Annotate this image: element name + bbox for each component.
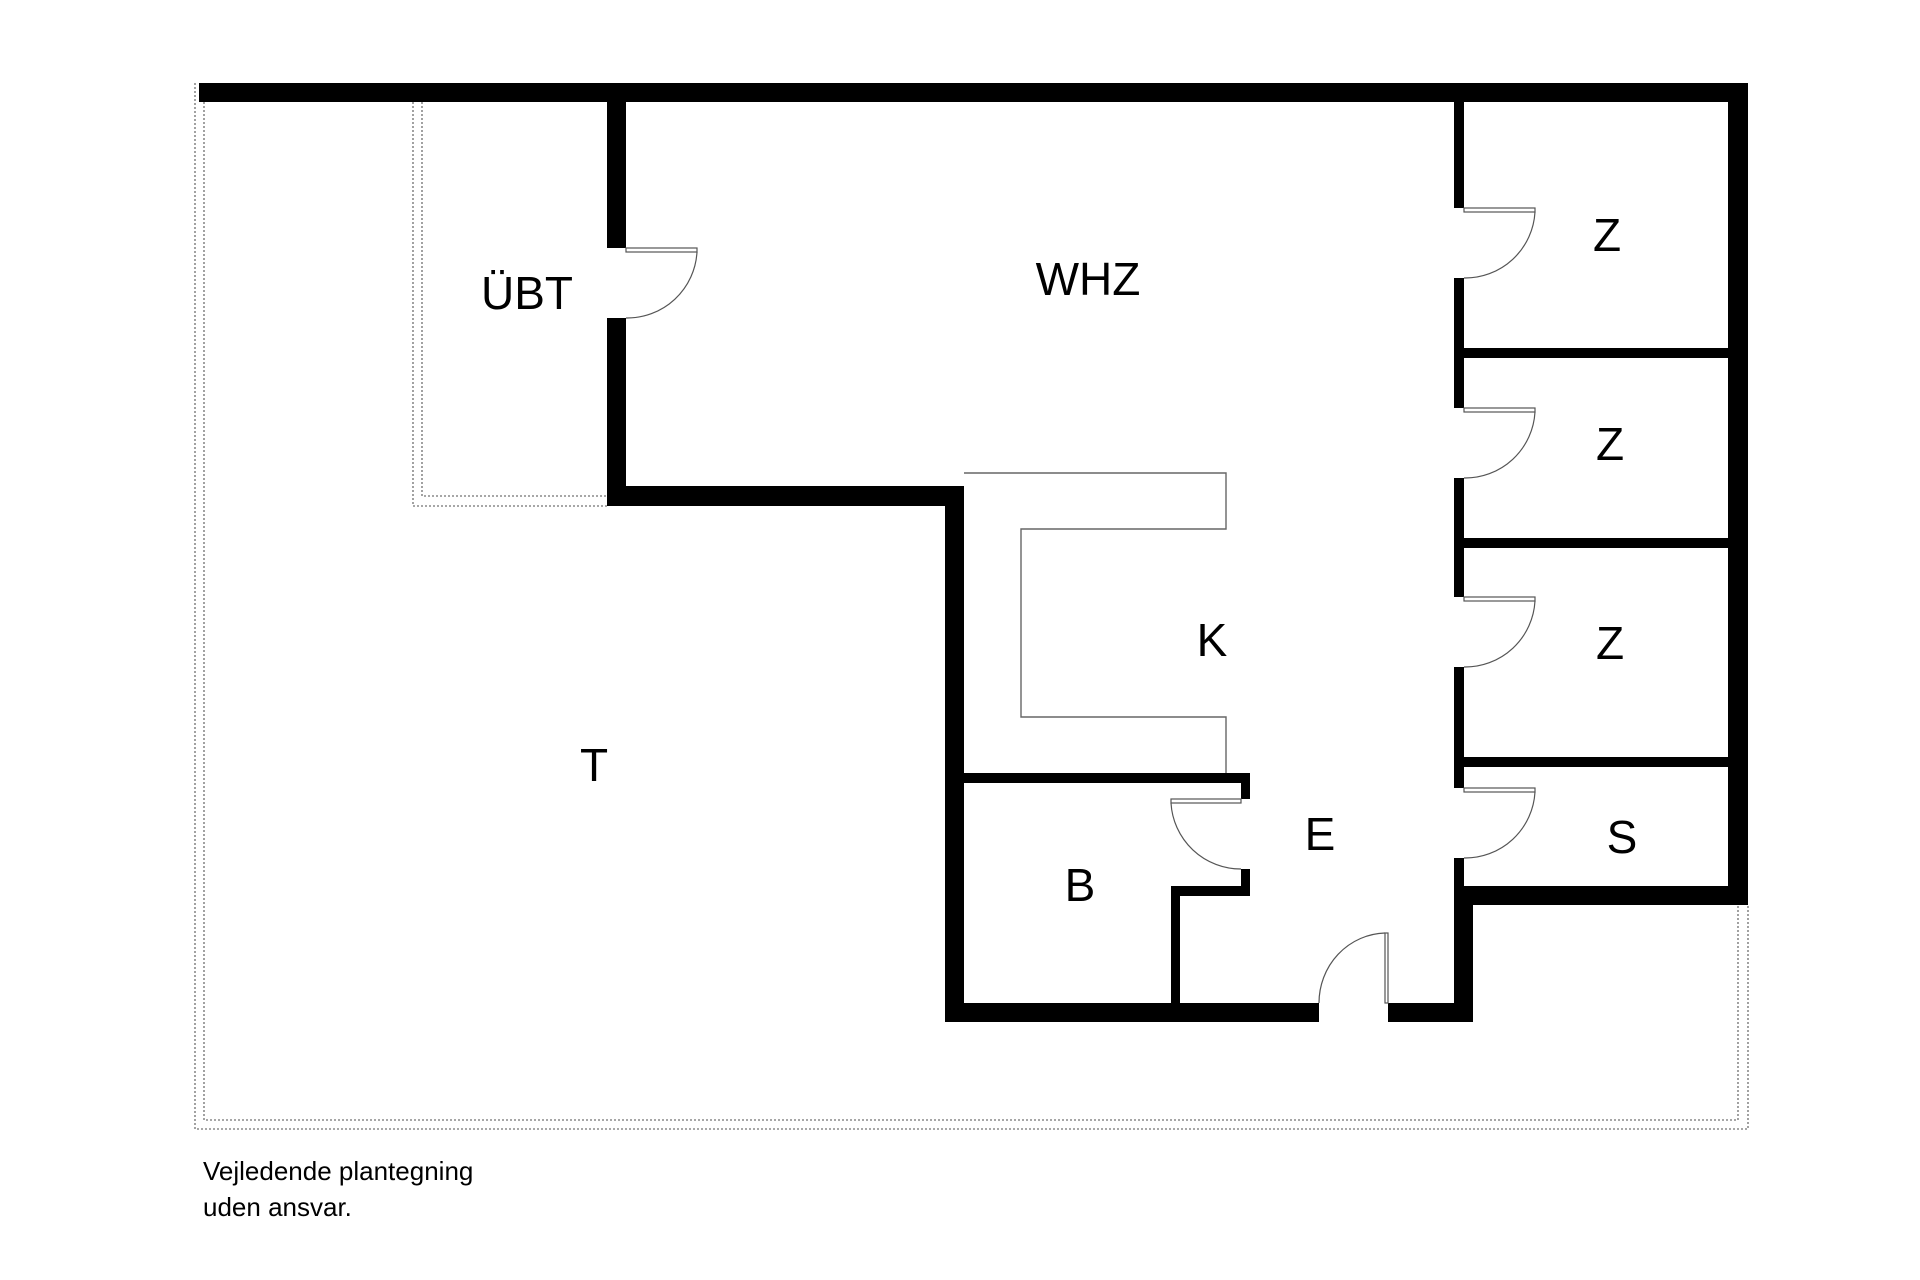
wall-bathroom-step: [1171, 886, 1250, 896]
door-entrance: [1318, 932, 1389, 1004]
room-label-terrace: T: [580, 739, 608, 791]
wall-bathroom-right: [1171, 886, 1180, 1003]
room-label-kitchen: K: [1197, 614, 1228, 666]
wall-bathroom-stub-lower: [1241, 869, 1250, 896]
wall-rooms-column-1: [1454, 102, 1464, 208]
door-storage: [1463, 787, 1536, 859]
room-label-room-2: Z: [1596, 418, 1624, 470]
wall-bottom-left: [945, 1003, 1319, 1022]
wall-right: [1728, 83, 1748, 905]
room-label-living-room: WHZ: [1036, 253, 1141, 305]
door-room-2: [1463, 407, 1536, 479]
wall-divider-z2-z3: [1464, 538, 1728, 548]
wall-divider-z1-z2: [1464, 348, 1728, 358]
wall-livingroom-bottom: [607, 486, 964, 506]
room-label-room-1: Z: [1593, 209, 1621, 261]
wall-livingroom-left-upper: [607, 102, 626, 248]
wall-rooms-column-3: [1454, 478, 1464, 597]
room-label-bathroom: B: [1065, 859, 1096, 911]
wall-livingroom-left-lower: [607, 318, 626, 506]
walls: [199, 83, 1748, 1022]
room-label-storage: S: [1607, 811, 1638, 863]
door-room-3: [1463, 596, 1536, 668]
disclaimer-caption: Vejledende plantegning uden ansvar.: [203, 1153, 473, 1225]
wall-entrance-right: [1454, 886, 1473, 1022]
wall-rooms-column-5: [1454, 858, 1464, 886]
door-covered-terrace: [625, 247, 698, 319]
wall-rooms-column-4: [1454, 667, 1464, 788]
wall-bottom-right: [1388, 1003, 1473, 1022]
room-label-room-3: Z: [1596, 617, 1624, 669]
door-bathroom: [1170, 798, 1242, 870]
wall-kitchen-left: [945, 486, 964, 1022]
terrace-outline: [194, 83, 1749, 1130]
kitchen-counter: [964, 472, 1227, 773]
disclaimer-line-1: Vejledende plantegning: [203, 1156, 474, 1186]
disclaimer-line-2: uden ansvar.: [203, 1192, 352, 1222]
covered-terrace-outline: [412, 102, 607, 507]
door-room-1: [1463, 207, 1536, 279]
wall-kitchen-bathroom: [964, 773, 1250, 783]
wall-top: [199, 83, 1748, 102]
wall-storage-bottom: [1454, 886, 1748, 905]
room-label-covered-terrace: ÜBT: [481, 267, 573, 319]
wall-bathroom-stub-upper: [1241, 773, 1250, 799]
wall-divider-z3-s: [1464, 757, 1728, 767]
room-label-entrance: E: [1305, 808, 1336, 860]
wall-rooms-column-2: [1454, 278, 1464, 408]
